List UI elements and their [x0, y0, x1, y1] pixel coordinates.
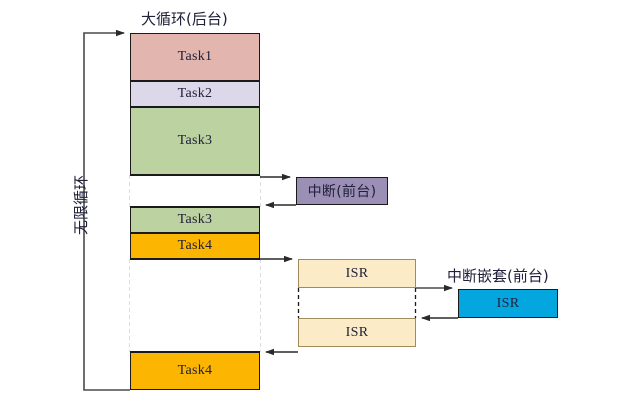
- task-block-task4-first: Task4: [130, 233, 260, 259]
- isr-box-first: ISR: [298, 259, 416, 288]
- isr-box-second: ISR: [298, 318, 416, 347]
- infinite-loop-bracket: [83, 29, 130, 391]
- infinite-loop-label: 无限循环: [72, 174, 90, 235]
- task-block-task3-first: Task3: [130, 107, 260, 175]
- task-block-task2: Task2: [130, 81, 260, 107]
- task-block-task1: Task1: [130, 33, 260, 81]
- nested-isr-box: ISR: [458, 289, 558, 318]
- nested-interrupt-title: 中断嵌套(前台): [447, 267, 549, 285]
- main-loop-title: 大循环(后台): [141, 10, 228, 28]
- task-block-task4-resumed: Task4: [130, 352, 260, 390]
- interrupt-box: 中断(前台): [296, 177, 388, 205]
- task-block-gap-interrupt: [130, 175, 260, 207]
- task-block-gap-isr: [130, 259, 260, 352]
- task-block-task3-resumed: Task3: [130, 207, 260, 233]
